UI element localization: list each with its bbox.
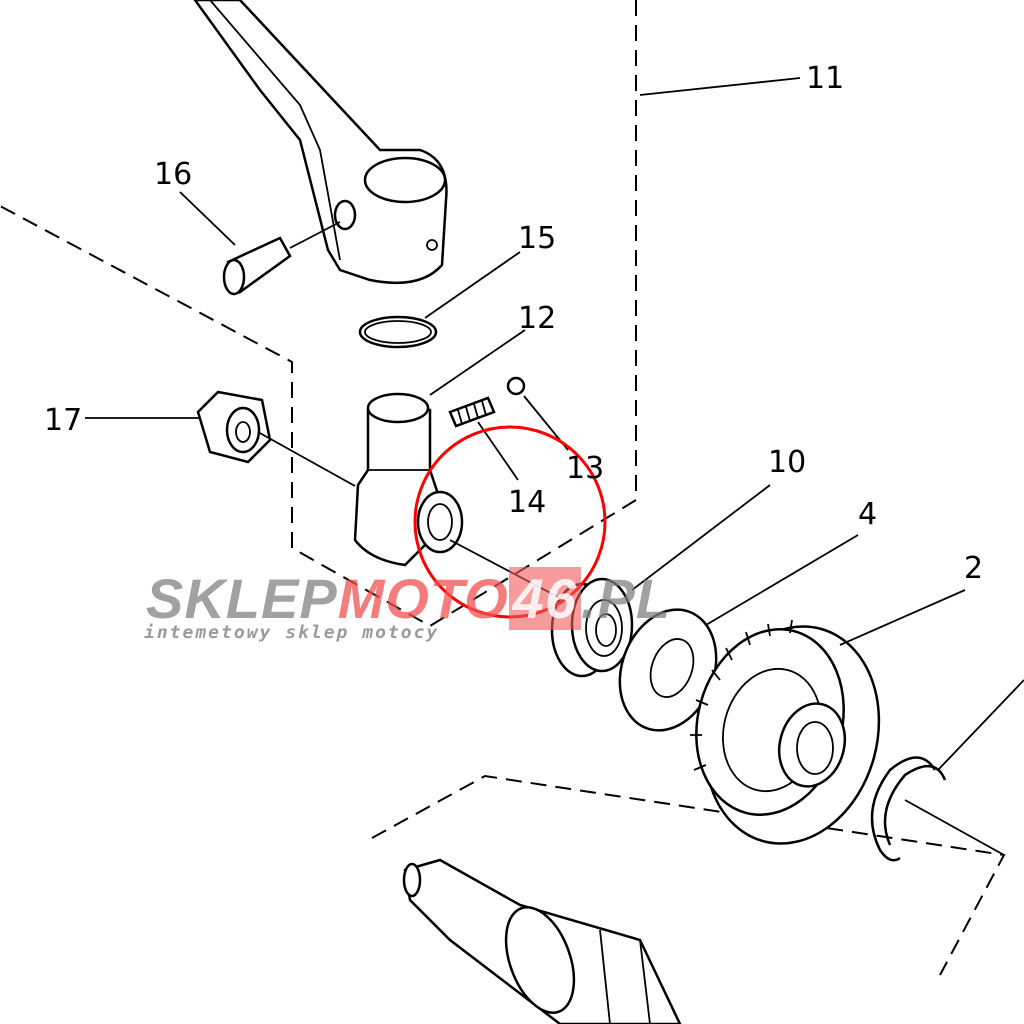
group-outline-shaft [371, 774, 1006, 976]
label-13: 13 [566, 451, 604, 486]
kick-shaft [402, 858, 682, 1024]
watermark-brand-gray: SKLEP [146, 567, 338, 630]
ball-13 [506, 376, 526, 396]
watermark-tagline: intemetowy sklep motocy [144, 622, 440, 643]
label-11: 11 [806, 61, 844, 96]
watermark-brand-red: MOTO [337, 567, 509, 630]
label-2: 2 [964, 551, 983, 586]
label-17: 17 [44, 403, 82, 438]
label-12: 12 [518, 301, 556, 336]
o-ring-15 [358, 315, 438, 349]
watermark-brand-tld: .PL [580, 567, 672, 630]
kick-shaft-12 [353, 392, 464, 567]
kick-lever [193, 0, 448, 285]
label-16: 16 [154, 157, 192, 192]
spring-14 [448, 396, 496, 428]
label-4: 4 [858, 497, 877, 532]
bolt-16 [222, 221, 341, 296]
label-14: 14 [508, 485, 546, 520]
watermark-brand-box: 46 [508, 567, 581, 630]
circlip [870, 756, 947, 862]
assembly-axis [257, 431, 356, 487]
label-10: 10 [768, 445, 806, 480]
watermark-logo: SKLEPMOTO46.PL [146, 566, 671, 631]
kick-gear-2 [690, 619, 881, 845]
nut-17 [196, 390, 272, 464]
label-15: 15 [518, 221, 556, 256]
leader-lines [85, 77, 1024, 771]
